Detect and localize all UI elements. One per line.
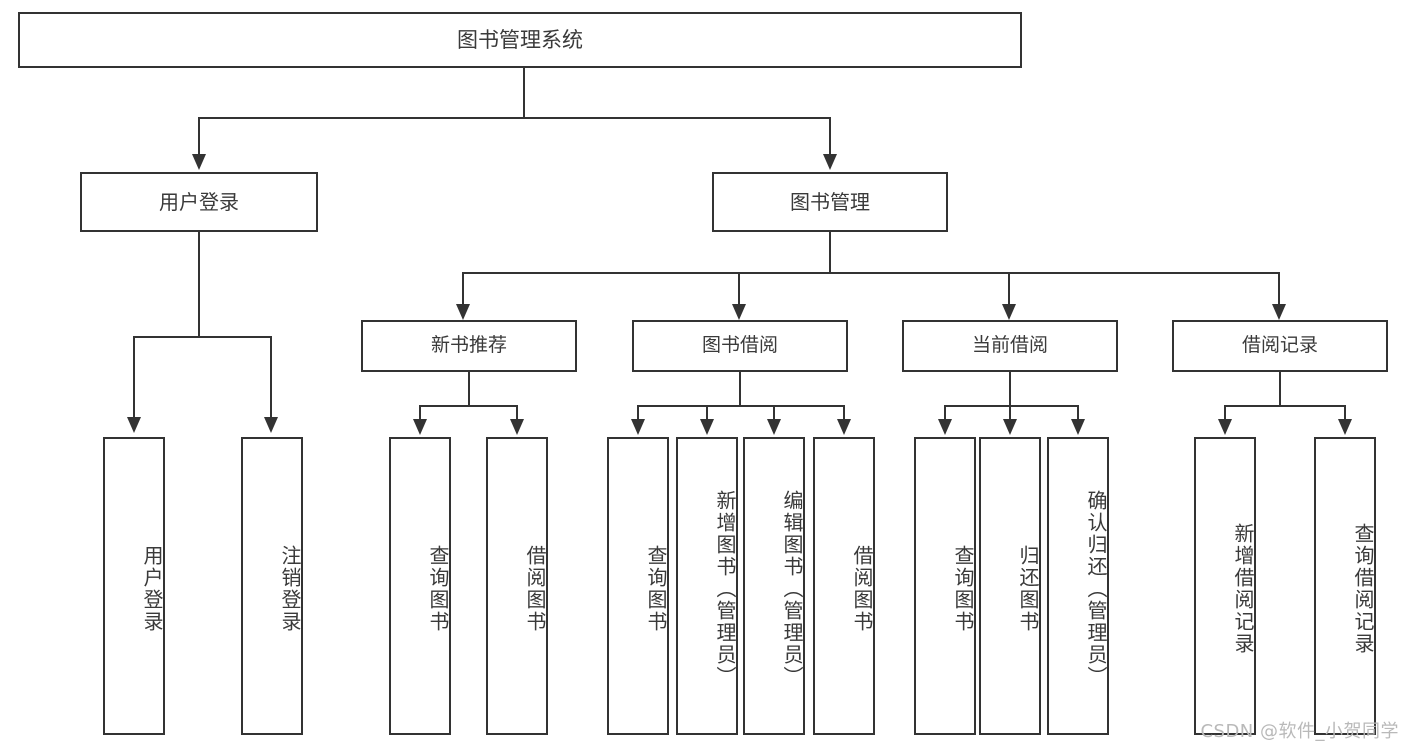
node-label: 借阅图书	[850, 545, 874, 633]
connector-drop-leaf-add-record	[1224, 405, 1226, 421]
connector-current-borrow-stem	[1009, 372, 1011, 405]
arrowhead-leaf-edit-book	[767, 419, 781, 435]
connector-drop-leaf-logout	[270, 336, 272, 419]
node-leaf-query-book-1[interactable]: 查询图书	[389, 437, 451, 735]
connector-drop-leaf-return-book	[1009, 405, 1011, 421]
node-label: 新增借阅记录	[1231, 523, 1255, 655]
node-label: 查询借阅记录	[1351, 523, 1375, 655]
node-label: 注销登录	[278, 545, 302, 633]
node-leaf-logout[interactable]: 注销登录	[241, 437, 303, 735]
connector-root-bus	[198, 117, 830, 119]
arrowhead-leaf-logout	[264, 417, 278, 433]
node-leaf-return-book[interactable]: 归还图书	[979, 437, 1041, 735]
arrowhead-leaf-add-book	[700, 419, 714, 435]
node-label: 查询图书	[644, 545, 668, 633]
connector-current-borrow-bus	[944, 405, 1078, 407]
arrowhead-leaf-borrow-book-1	[510, 419, 524, 435]
arrowhead-leaf-user-login	[127, 417, 141, 433]
node-leaf-confirm-return[interactable]: 确认归还（管理员）	[1047, 437, 1109, 735]
node-leaf-user-login[interactable]: 用户登录	[103, 437, 165, 735]
arrowhead-leaf-query-book-2	[631, 419, 645, 435]
connector-drop-leaf-edit-book	[773, 405, 775, 421]
connector-drop-book-management	[829, 117, 831, 156]
node-root-book-management-system[interactable]: 图书管理系统	[18, 12, 1022, 68]
arrowhead-leaf-query-book-1	[413, 419, 427, 435]
node-leaf-edit-book[interactable]: 编辑图书（管理员）	[743, 437, 805, 735]
arrowhead-leaf-query-book-3	[938, 419, 952, 435]
arrowhead-leaf-confirm-return	[1071, 419, 1085, 435]
arrowhead-current-borrow	[1002, 304, 1016, 320]
node-label: 新增图书（管理员）	[713, 490, 737, 688]
node-leaf-add-book[interactable]: 新增图书（管理员）	[676, 437, 738, 735]
node-label: 用户登录	[140, 545, 164, 633]
node-label: 借阅图书	[523, 545, 547, 633]
node-label: 图书借阅	[701, 334, 778, 357]
connector-user-login-bus	[133, 336, 270, 338]
connector-book-borrow-stem	[739, 372, 741, 405]
node-label: 图书管理	[790, 189, 870, 214]
connector-drop-book-borrow	[738, 272, 740, 306]
node-label: 查询图书	[426, 545, 450, 633]
connector-drop-leaf-user-login	[133, 336, 135, 419]
node-leaf-query-book-2[interactable]: 查询图书	[607, 437, 669, 735]
connector-drop-user-login	[198, 117, 200, 156]
connector-drop-leaf-add-book	[706, 405, 708, 421]
node-label: 图书管理系统	[457, 27, 583, 52]
node-leaf-borrow-book-1[interactable]: 借阅图书	[486, 437, 548, 735]
connector-user-login-stem	[198, 232, 200, 336]
arrowhead-leaf-add-record	[1218, 419, 1232, 435]
connector-drop-leaf-borrow-book-2	[843, 405, 845, 421]
node-label: 确认归还（管理员）	[1084, 490, 1108, 688]
node-new-book-recommend[interactable]: 新书推荐	[361, 320, 577, 372]
node-label: 用户登录	[159, 189, 239, 214]
arrowhead-borrow-record	[1272, 304, 1286, 320]
connector-borrow-record-stem	[1279, 372, 1281, 405]
connector-new-book-recommend-bus	[419, 405, 517, 407]
connector-book-management-stem	[829, 232, 831, 272]
node-book-management[interactable]: 图书管理	[712, 172, 948, 232]
connector-root-stem	[523, 68, 525, 117]
node-leaf-query-book-3[interactable]: 查询图书	[914, 437, 976, 735]
arrowhead-leaf-borrow-book-2	[837, 419, 851, 435]
node-user-login[interactable]: 用户登录	[80, 172, 318, 232]
arrowhead-book-borrow	[732, 304, 746, 320]
node-leaf-query-record[interactable]: 查询借阅记录	[1314, 437, 1376, 735]
node-current-borrow[interactable]: 当前借阅	[902, 320, 1118, 372]
connector-drop-leaf-query-book-1	[419, 405, 421, 421]
node-book-borrow[interactable]: 图书借阅	[632, 320, 848, 372]
node-label: 借阅记录	[1241, 334, 1318, 357]
node-label: 编辑图书（管理员）	[780, 490, 804, 688]
node-leaf-add-record[interactable]: 新增借阅记录	[1194, 437, 1256, 735]
arrowhead-new-book-recommend	[456, 304, 470, 320]
arrowhead-leaf-query-record	[1338, 419, 1352, 435]
connector-borrow-record-bus	[1224, 405, 1345, 407]
node-label: 查询图书	[951, 545, 975, 633]
connector-drop-leaf-query-record	[1344, 405, 1346, 421]
arrowhead-book-management	[823, 154, 837, 170]
arrowhead-leaf-return-book	[1003, 419, 1017, 435]
node-label: 新书推荐	[430, 334, 507, 357]
connector-book-management-bus	[462, 272, 1280, 274]
connector-new-book-recommend-stem	[468, 372, 470, 405]
connector-drop-borrow-record	[1278, 272, 1280, 306]
node-leaf-borrow-book-2[interactable]: 借阅图书	[813, 437, 875, 735]
connector-book-borrow-bus	[637, 405, 844, 407]
connector-drop-new-book-recommend	[462, 272, 464, 306]
connector-drop-current-borrow	[1008, 272, 1010, 306]
connector-drop-leaf-borrow-book-1	[516, 405, 518, 421]
connector-drop-leaf-confirm-return	[1077, 405, 1079, 421]
node-label: 归还图书	[1016, 545, 1040, 633]
arrowhead-user-login	[192, 154, 206, 170]
node-borrow-record[interactable]: 借阅记录	[1172, 320, 1388, 372]
connector-drop-leaf-query-book-3	[944, 405, 946, 421]
connector-drop-leaf-query-book-2	[637, 405, 639, 421]
node-label: 当前借阅	[971, 334, 1048, 357]
